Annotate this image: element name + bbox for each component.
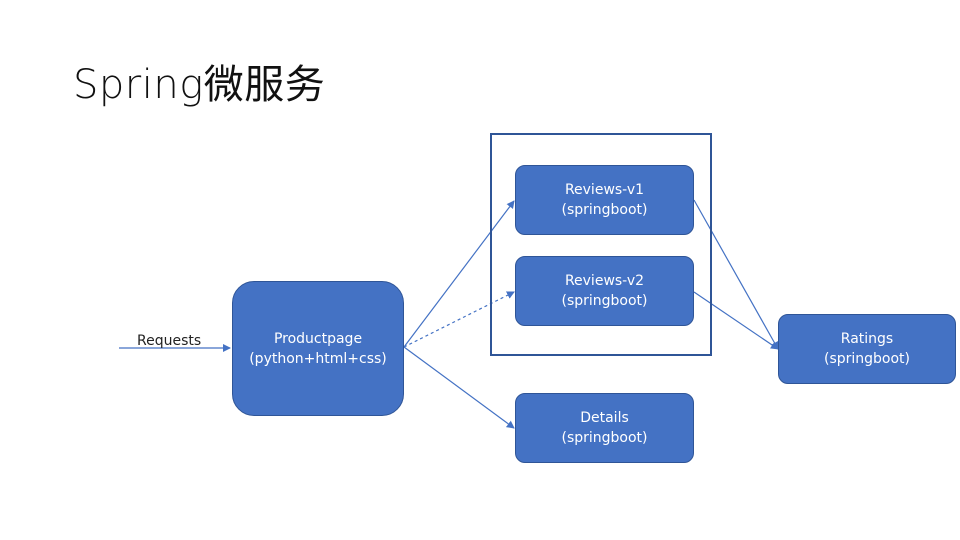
details-name: Details — [580, 410, 629, 426]
ratings-tech: (springboot) — [823, 351, 911, 367]
reviews-group-box — [490, 133, 712, 356]
reviews-v1-name: Reviews-v1 — [564, 182, 645, 198]
reviews-v2-tech: (springboot) — [561, 293, 648, 309]
reviews-v2-node[interactable]: Reviews-v2 (springboot) — [515, 256, 694, 326]
edge-reviews-v2-ratings — [693, 291, 779, 350]
productpage-node[interactable]: Productpage (python+html+css) — [232, 281, 404, 416]
page-title: Spring微服务 — [73, 62, 326, 108]
productpage-tech: (python+html+css) — [249, 350, 387, 367]
details-node[interactable]: Details (springboot) — [515, 393, 694, 463]
reviews-v1-tech: (springboot) — [561, 202, 648, 218]
edge-reviews-v1-ratings — [693, 199, 779, 350]
requests-label: Requests — [137, 333, 202, 349]
productpage-name: Productpage — [273, 330, 363, 347]
ratings-name: Ratings — [840, 331, 894, 347]
edge-productpage-reviews-v2 — [403, 291, 515, 348]
reviews-v1-node[interactable]: Reviews-v1 (springboot) — [515, 165, 694, 235]
ratings-node[interactable]: Ratings (springboot) — [778, 314, 956, 384]
details-tech: (springboot) — [561, 430, 648, 446]
edge-productpage-details — [403, 346, 515, 429]
edge-productpage-reviews-v1 — [403, 200, 515, 348]
reviews-v2-name: Reviews-v2 — [564, 273, 645, 289]
